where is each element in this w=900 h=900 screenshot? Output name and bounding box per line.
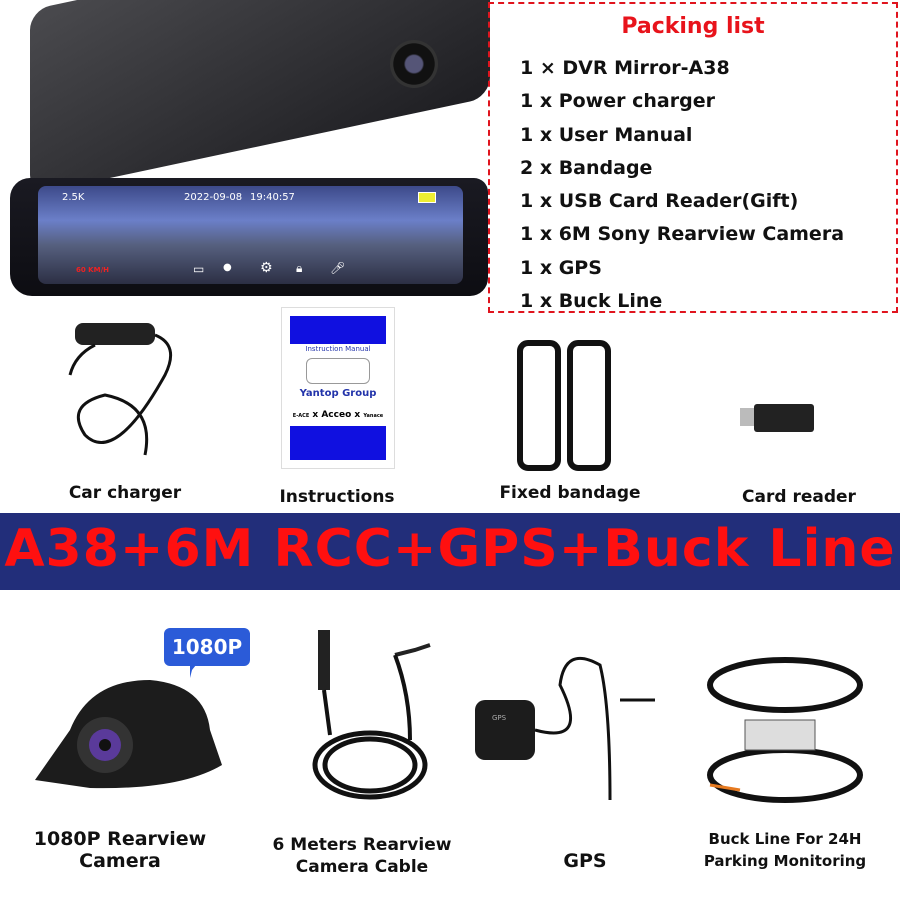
packing-item: 1 x Power charger — [520, 90, 715, 113]
speed-text: 60 KM/H — [76, 266, 109, 274]
camera-cable-image — [312, 630, 431, 800]
date-text: 2022-09-08 — [184, 192, 243, 203]
packing-item: 2 x Bandage — [520, 156, 653, 179]
resolution-text: 2.5K — [62, 192, 85, 203]
packing-list-title: Packing list — [621, 14, 765, 39]
packing-item: 1 × DVR Mirror-A38 — [520, 57, 730, 79]
gps-module-label: GPS — [492, 714, 507, 722]
battery-icon — [418, 192, 436, 203]
time-text: 19:40:57 — [250, 192, 295, 203]
card-reader-image — [740, 404, 814, 432]
dvr-mirror-screen: 2.5K 2022-09-08 19:40:57 60 KM/H ▭ ● ⚙ 🔒… — [10, 178, 488, 296]
manual-heading: Instruction Manual — [305, 345, 371, 353]
packing-list-box: Packing list 1 × DVR Mirror-A38 1 x Powe… — [488, 2, 898, 313]
resolution-badge: 1080P — [164, 628, 250, 678]
fixed-bandage-image — [517, 340, 611, 471]
label-fixed-bandage: Fixed bandage — [499, 483, 641, 503]
instruction-manual-image: Instruction Manual Yantop Group E-ACE x … — [281, 307, 395, 469]
bundle-banner: A38+6M RCC+GPS+Buck Line — [0, 513, 900, 590]
manual-brand: Yantop Group — [299, 388, 377, 399]
microphone-icon: 🎤︎ — [330, 261, 346, 275]
gps-module-image: GPS — [475, 656, 655, 801]
dvr-mirror-back — [30, 0, 490, 195]
lock-icon: 🔒︎ — [296, 261, 303, 275]
buck-line-image — [707, 657, 863, 803]
front-camera-lens-icon — [390, 40, 438, 88]
packing-item: 1 x USB Card Reader(Gift) — [520, 190, 799, 213]
gear-icon: ⚙ — [260, 260, 273, 276]
packing-item: 1 x Buck Line — [520, 290, 663, 313]
manual-partners: E-ACE x Acceo x Yanace — [292, 410, 384, 420]
label-instructions: Instructions — [279, 487, 395, 507]
car-charger-image — [68, 323, 173, 456]
record-icon: ● — [223, 262, 232, 273]
screen-display: 2.5K 2022-09-08 19:40:57 60 KM/H ▭ ● ⚙ 🔒… — [38, 186, 463, 284]
packing-item: 1 x 6M Sony Rearview Camera — [520, 223, 845, 246]
rearview-camera-image — [35, 680, 222, 789]
camera-icon: ▭ — [193, 262, 205, 276]
packing-item: 1 x User Manual — [520, 123, 693, 146]
packing-item: 1 x GPS — [520, 256, 602, 279]
label-gps: GPS — [563, 850, 607, 872]
bundle-banner-text: A38+6M RCC+GPS+Buck Line — [4, 519, 896, 579]
label-car-charger: Car charger — [68, 483, 182, 503]
label-card-reader: Card reader — [742, 487, 856, 507]
